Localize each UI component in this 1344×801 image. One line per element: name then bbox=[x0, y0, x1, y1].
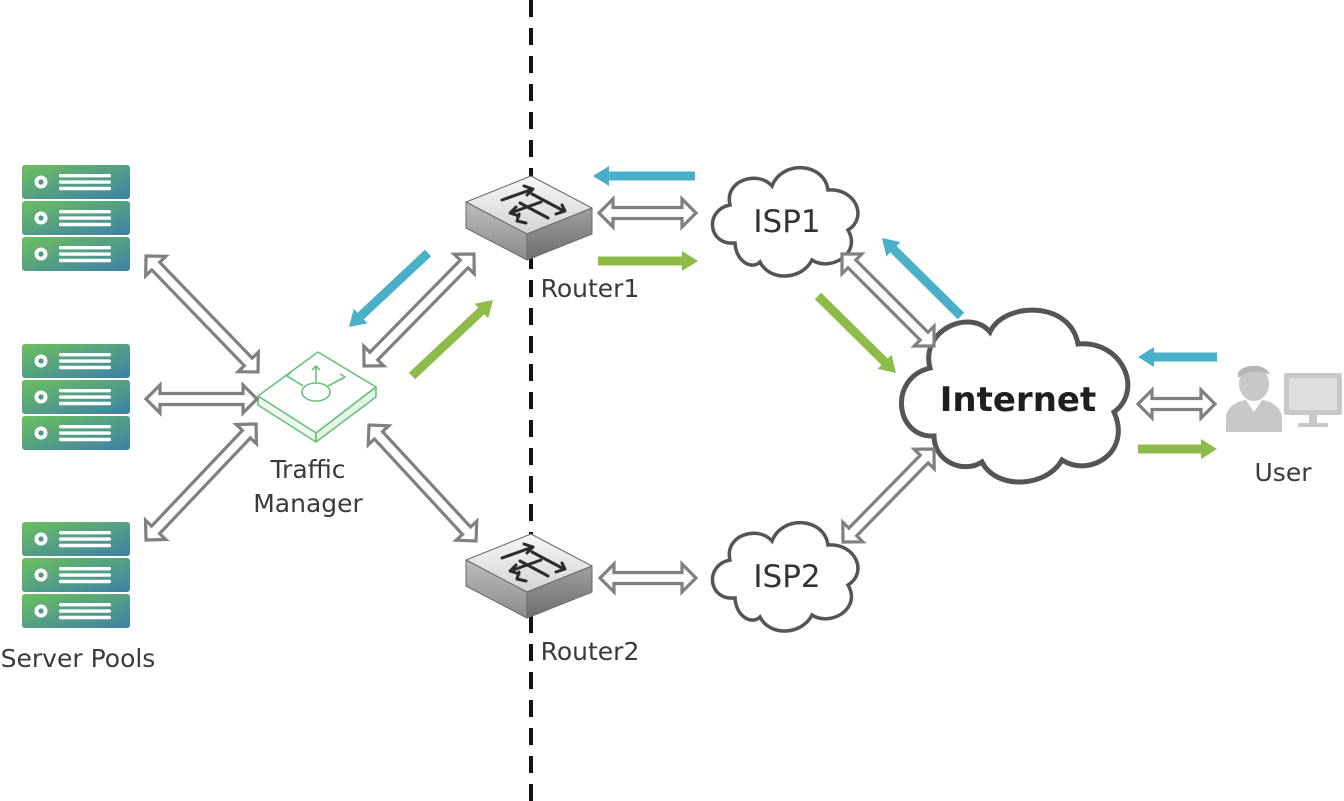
server-rack-icon bbox=[22, 237, 130, 271]
link-arrows bbox=[143, 195, 1218, 596]
flow-arrows bbox=[349, 166, 1217, 459]
server-pool-1 bbox=[22, 165, 130, 271]
server-rack-icon bbox=[22, 522, 130, 556]
link-arrow-traffic-manager-to-router1 bbox=[362, 252, 476, 368]
response-arrow-router1 bbox=[598, 251, 698, 271]
router2-label: Router2 bbox=[541, 637, 640, 666]
link-arrow-router2-to-isp2 bbox=[597, 560, 699, 596]
cloud-icon bbox=[899, 307, 1131, 485]
isp2: ISP2 bbox=[710, 521, 860, 633]
server-rack-icon bbox=[22, 416, 130, 450]
response-arrow-user bbox=[1138, 439, 1217, 459]
router1-label: Router1 bbox=[541, 274, 640, 303]
isp1: ISP1 bbox=[710, 166, 860, 278]
user-label: User bbox=[1255, 458, 1313, 487]
response-arrow-isp1 bbox=[814, 292, 896, 373]
server-rack-icon bbox=[22, 594, 130, 628]
server-pool-2 bbox=[22, 344, 130, 450]
internet: Internet bbox=[899, 307, 1131, 485]
server-rack-icon bbox=[22, 165, 130, 199]
response-arrow-tm bbox=[408, 300, 493, 380]
link-arrow-isp1-to-internet bbox=[840, 252, 936, 348]
request-arrow-router1 bbox=[593, 166, 695, 186]
server-rack-icon bbox=[22, 558, 130, 592]
network-switch-icon bbox=[465, 533, 593, 619]
isp1-label: ISP1 bbox=[753, 204, 820, 240]
cloud-icon bbox=[710, 521, 860, 633]
link-arrow-internet-to-user bbox=[1135, 386, 1218, 422]
request-arrow-tm bbox=[349, 249, 432, 327]
link-arrow-traffic-manager-to-router2 bbox=[366, 423, 479, 543]
server-rack-icon bbox=[22, 201, 130, 235]
load-balancer-icon bbox=[257, 351, 377, 443]
request-arrow-isp1 bbox=[882, 238, 965, 320]
traffic-manager: Traffic Manager bbox=[253, 351, 377, 518]
link-arrow-pool3-to-traffic-manager bbox=[143, 422, 259, 542]
traffic-manager-label-line1: Traffic bbox=[269, 455, 345, 484]
link-arrow-pool2-to-traffic-manager bbox=[143, 381, 260, 417]
user-at-computer-icon bbox=[1226, 365, 1342, 432]
internet-label: Internet bbox=[940, 380, 1096, 420]
cloud-icon bbox=[710, 166, 860, 278]
server-pools-label: Server Pools bbox=[1, 644, 156, 673]
network-switch-icon bbox=[465, 175, 593, 261]
server-pool-3 bbox=[22, 522, 130, 628]
router2: Router2 bbox=[465, 533, 640, 666]
isp2-label: ISP2 bbox=[753, 559, 820, 595]
link-arrow-isp2-to-internet bbox=[841, 447, 936, 544]
link-arrow-router1-to-isp1 bbox=[596, 195, 699, 231]
server-rack-icon bbox=[22, 344, 130, 378]
user: User bbox=[1226, 365, 1342, 487]
request-arrow-user bbox=[1138, 347, 1217, 367]
link-arrow-pool1-to-traffic-manager bbox=[144, 254, 260, 374]
router1: Router1 bbox=[465, 175, 640, 303]
server-rack-icon bbox=[22, 380, 130, 414]
traffic-manager-label-line2: Manager bbox=[253, 489, 363, 518]
